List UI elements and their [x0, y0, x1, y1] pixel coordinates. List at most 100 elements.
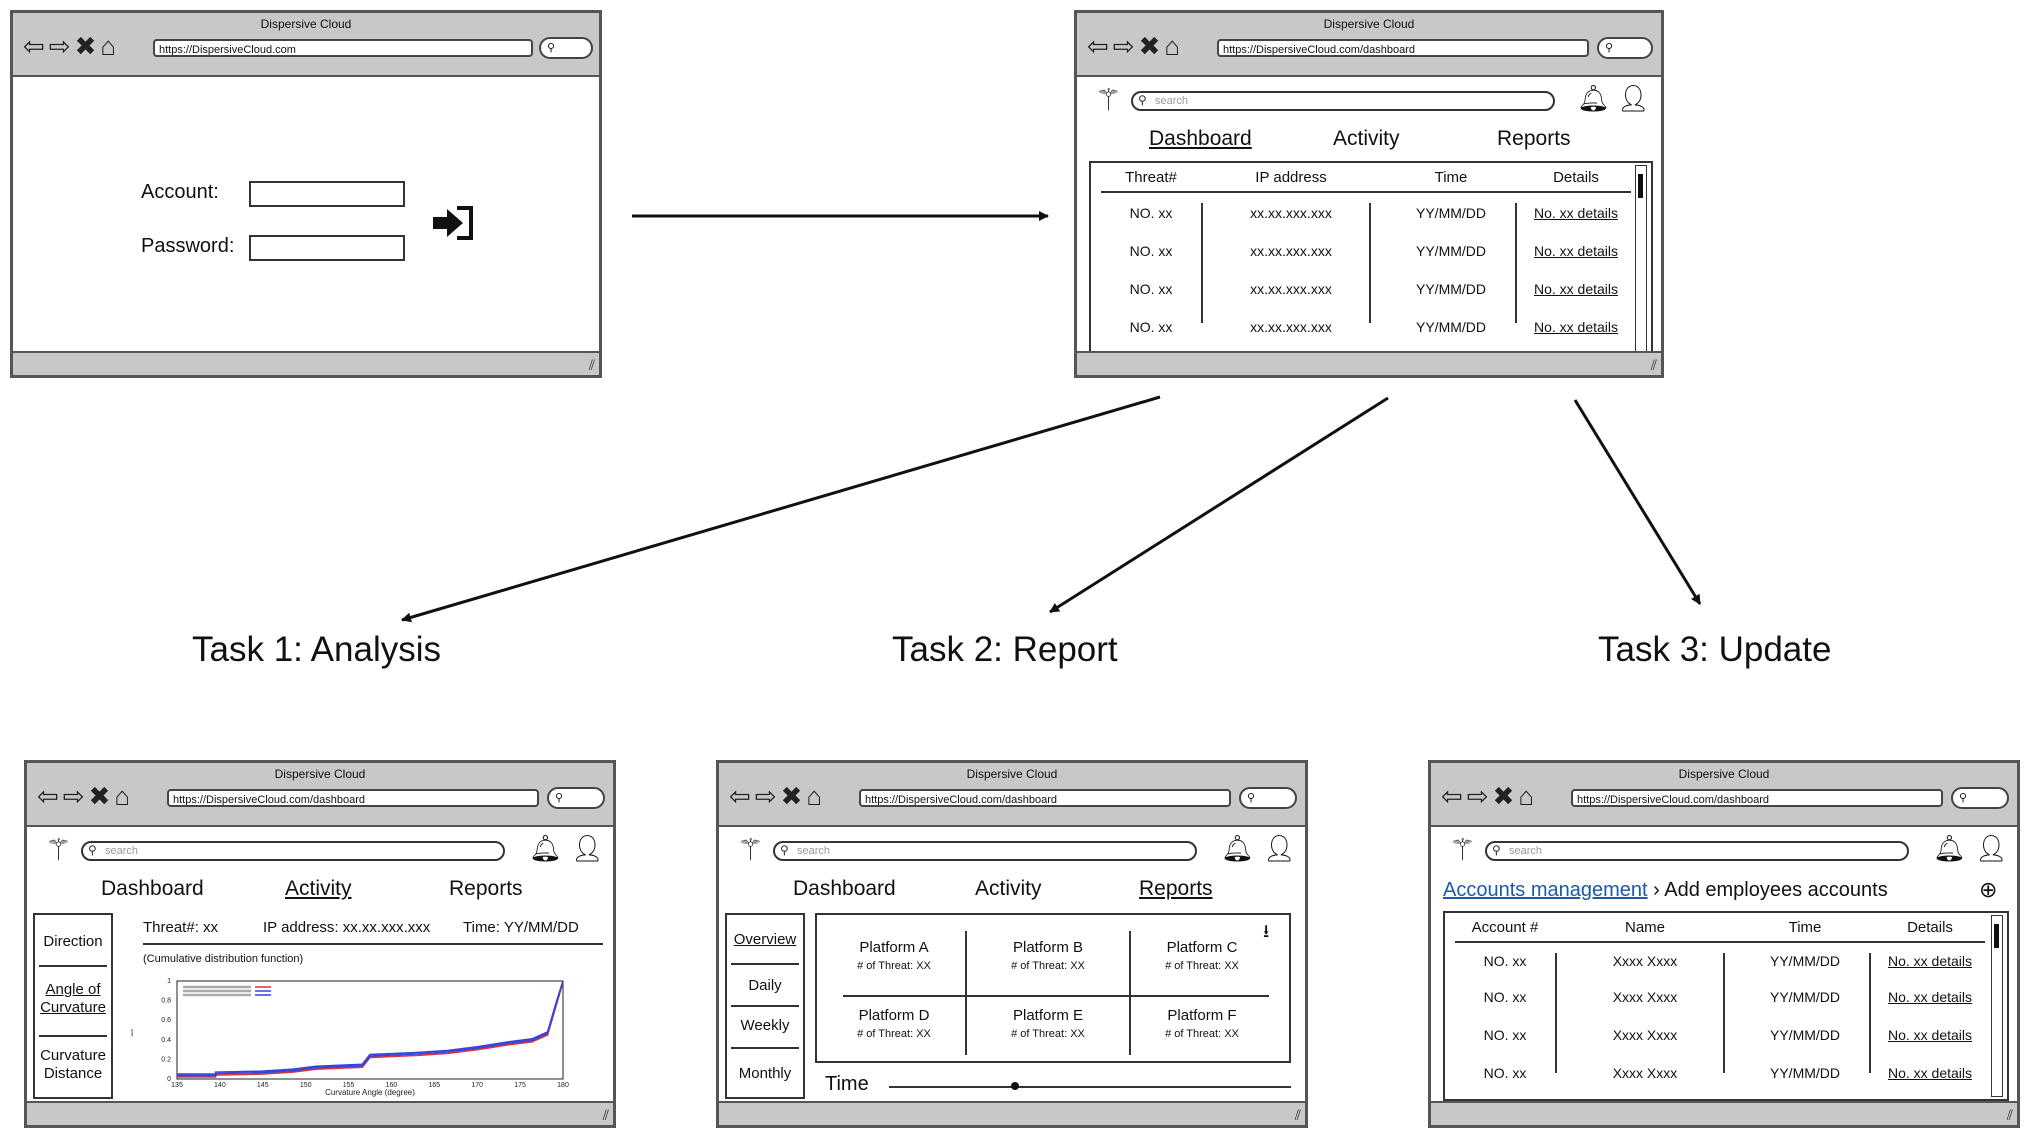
address-bar[interactable]: https://DispersiveCloud.com/dashboard	[1571, 789, 1943, 807]
sidebar-item-weekly[interactable]: Weekly	[740, 1017, 790, 1034]
password-input[interactable]	[249, 235, 405, 261]
browser-nav-icons[interactable]: ⇦⇨✖⌂	[37, 783, 134, 809]
table-cell: Xxxx Xxxx	[1612, 1027, 1678, 1043]
details-link[interactable]: No. xx details	[1887, 1065, 1973, 1081]
address-bar[interactable]: https://DispersiveCloud.com/dashboard	[1217, 39, 1589, 57]
home-icon: ⌂	[1518, 781, 1539, 811]
tab-activity[interactable]: Activity	[975, 877, 1042, 900]
bell-icon[interactable]: 🔔︎	[529, 833, 563, 863]
bell-icon[interactable]: 🔔︎	[1933, 833, 1967, 863]
browser-search[interactable]: ⚲	[547, 787, 605, 809]
status-bar: ⫽	[27, 1101, 613, 1125]
details-link[interactable]: No. xx details	[1533, 319, 1619, 335]
analysis-window: Dispersive Cloud ⇦⇨✖⌂ https://Dispersive…	[24, 760, 616, 1128]
platform-b[interactable]: Platform B # of Threat: XX	[973, 939, 1123, 972]
bell-icon[interactable]: 🔔︎	[1577, 83, 1611, 113]
browser-nav-icons[interactable]: ⇦⇨✖⌂	[1441, 783, 1538, 809]
sidebar-item-daily[interactable]: Daily	[748, 977, 782, 994]
arrow-to-task1	[401, 395, 1161, 623]
x-axis-label: Curvature Angle (degree)	[325, 1088, 415, 1097]
search-input[interactable]: ⚲search	[81, 841, 505, 861]
x-tick-label: 145	[257, 1082, 269, 1089]
browser-nav-icons[interactable]: ⇦⇨✖⌂	[1087, 33, 1184, 59]
details-link[interactable]: No. xx details	[1533, 243, 1619, 259]
user-icon[interactable]: 👤︎	[1263, 833, 1297, 863]
threat-value: XX	[1224, 960, 1239, 972]
address-bar[interactable]: https://DispersiveCloud.com/dashboard	[167, 789, 539, 807]
browser-nav-icons[interactable]: ⇦⇨✖⌂	[729, 783, 826, 809]
user-icon[interactable]: 👤︎	[571, 833, 605, 863]
search-icon: ⚲	[1959, 792, 1968, 804]
series-line-blue	[177, 980, 564, 1075]
address-bar[interactable]: https://DispersiveCloud.com/dashboard	[859, 789, 1231, 807]
platform-c[interactable]: Platform C # of Threat: XX	[1135, 939, 1269, 972]
x-tick-label: 160	[386, 1082, 398, 1089]
table-cell: Xxxx Xxxx	[1612, 989, 1678, 1005]
account-input[interactable]	[249, 181, 405, 207]
y-tick-label: 1	[167, 978, 171, 985]
x-tick-label: 175	[514, 1082, 526, 1089]
browser-nav-icons[interactable]: ⇦⇨✖⌂	[23, 33, 120, 59]
table-cell: xx.xx.xxx.xxx	[1250, 243, 1332, 259]
tab-reports[interactable]: Reports	[449, 877, 523, 900]
details-link[interactable]: No. xx details	[1887, 1027, 1973, 1043]
breadcrumb-link[interactable]: Accounts management	[1443, 879, 1648, 901]
tab-reports[interactable]: Reports	[1497, 127, 1571, 150]
search-input[interactable]: ⚲search	[1131, 91, 1555, 111]
details-link[interactable]: No. xx details	[1533, 281, 1619, 297]
sidebar-item-direction[interactable]: Direction	[43, 933, 103, 950]
arrow-to-task3	[1573, 399, 1702, 605]
bell-icon[interactable]: 🔔︎	[1221, 833, 1255, 863]
user-icon[interactable]: 👤︎	[1617, 83, 1651, 113]
browser-search[interactable]: ⚲	[1951, 787, 2009, 809]
sign-in-icon[interactable]	[431, 205, 475, 241]
browser-search[interactable]: ⚲	[1239, 787, 1297, 809]
browser-search[interactable]: ⚲	[1597, 37, 1653, 59]
scrollbar[interactable]	[1991, 915, 2003, 1097]
sidebar-item-monthly[interactable]: Monthly	[738, 1065, 792, 1082]
sidebar-item-overview[interactable]: Overview	[733, 931, 797, 948]
platform-f[interactable]: Platform F # of Threat: XX	[1135, 1007, 1269, 1040]
sidebar-divider	[731, 963, 799, 965]
time-slider-track[interactable]	[889, 1086, 1291, 1088]
table-cell: YY/MM/DD	[1416, 205, 1486, 221]
download-icon[interactable]: ⭳	[1263, 921, 1270, 941]
tab-dashboard[interactable]: Dashboard	[101, 877, 204, 900]
scrollbar[interactable]	[1635, 165, 1647, 355]
table-cell: NO. xx	[1483, 953, 1527, 969]
tab-activity[interactable]: Activity	[285, 877, 352, 900]
platform-d[interactable]: Platform D # of Threat: XX	[827, 1007, 961, 1040]
time-slider-thumb[interactable]	[1011, 1082, 1019, 1090]
threat-table: Threat# IP address Time Details NO. xx x…	[1089, 161, 1653, 359]
report-sidebar: Overview Daily Weekly Monthly	[725, 913, 805, 1099]
address-bar[interactable]: https://DispersiveCloud.com	[153, 39, 533, 57]
status-bar: ⫽	[719, 1101, 1305, 1125]
add-icon[interactable]: ⊕	[1979, 877, 1998, 902]
tab-dashboard[interactable]: Dashboard	[793, 877, 896, 900]
sidebar-item-angle-of-curvature[interactable]: Angle of Curvature	[40, 981, 106, 1016]
search-input[interactable]: ⚲search	[1485, 841, 1909, 861]
breadcrumb-separator: ›	[1653, 879, 1660, 901]
sidebar-item-curvature-distance[interactable]: Curvature Distance	[40, 1047, 106, 1082]
platform-e[interactable]: Platform E # of Threat: XX	[973, 1007, 1123, 1040]
grid-divider	[1129, 931, 1131, 1055]
platform-a[interactable]: Platform A # of Threat: XX	[827, 939, 961, 972]
user-icon[interactable]: 👤︎	[1975, 833, 2009, 863]
logo-icon: ⚚	[1095, 84, 1122, 117]
forward-icon: ⇨	[48, 31, 75, 61]
search-input[interactable]: ⚲search	[773, 841, 1197, 861]
y-tick-label: 0.4	[161, 1037, 171, 1044]
plot-caption: (Cumulative distribution function)	[143, 953, 304, 965]
search-icon: ⚲	[780, 843, 789, 857]
update-window: Dispersive Cloud ⇦⇨✖⌂ https://Dispersive…	[1428, 760, 2020, 1128]
tab-reports[interactable]: Reports	[1139, 877, 1213, 900]
tab-dashboard[interactable]: Dashboard	[1149, 127, 1252, 150]
details-link[interactable]: No. xx details	[1533, 205, 1619, 221]
window-title: Dispersive Cloud	[274, 767, 366, 781]
details-link[interactable]: No. xx details	[1887, 953, 1973, 969]
details-link[interactable]: No. xx details	[1887, 989, 1973, 1005]
browser-search[interactable]: ⚲	[539, 37, 593, 59]
dashboard-window: Dispersive Cloud ⇦⇨✖⌂ https://Dispersive…	[1074, 10, 1664, 378]
platform-name: Platform A	[859, 939, 929, 956]
tab-activity[interactable]: Activity	[1333, 127, 1400, 150]
